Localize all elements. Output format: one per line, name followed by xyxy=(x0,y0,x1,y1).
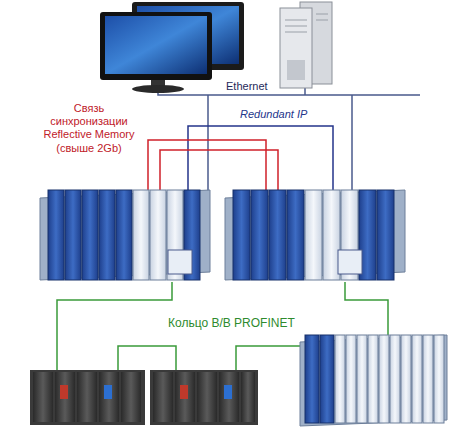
io-station xyxy=(150,370,258,425)
plc-rack xyxy=(225,190,405,280)
server-icon xyxy=(280,2,332,88)
io-station xyxy=(30,370,145,425)
network-label: Redundant IP xyxy=(240,108,307,121)
plc-rack xyxy=(40,190,210,280)
ring-label: Кольцо В/В PROFINET xyxy=(168,316,295,330)
network-label: Ethernet xyxy=(226,80,268,93)
monitor-icon xyxy=(100,2,244,93)
sync-link-label: Связь синхронизации Reflective Memory (с… xyxy=(36,102,142,155)
redundant-ip-wires xyxy=(188,126,333,192)
reflective-memory-wires xyxy=(148,140,278,192)
io-rack xyxy=(300,335,447,426)
